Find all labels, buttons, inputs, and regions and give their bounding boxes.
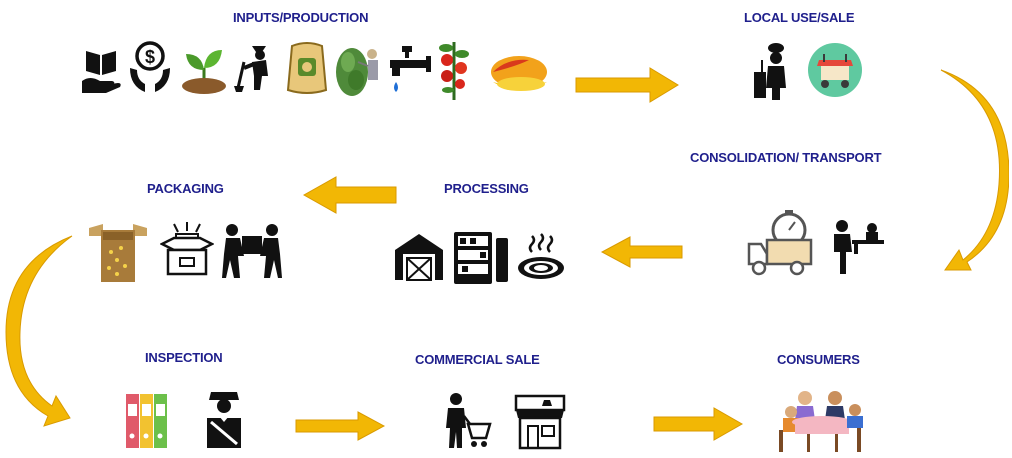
mango-icon: [487, 52, 553, 98]
flow-arrow-left-2: [302, 175, 398, 215]
vending-cabinet-icon: [452, 230, 510, 286]
stage-title-inputs: INPUTS/PRODUCTION: [233, 10, 369, 25]
reception-desk-icon: [830, 218, 886, 276]
food-cart-icon: [807, 42, 863, 98]
package-icon: [160, 222, 214, 276]
diners-table-icon: [777, 388, 867, 454]
stage-title-processing: PROCESSING: [444, 181, 529, 196]
tomato-plant-icon: [436, 38, 472, 102]
stage-title-consolidation: CONSOLIDATION/ TRANSPORT: [690, 150, 882, 165]
farmer-digging-icon: [232, 42, 280, 94]
flow-arrow-left-1: [600, 235, 684, 269]
storefront-icon: [514, 394, 566, 450]
shopper-cart-icon: [444, 392, 492, 450]
stage-title-inspection: INSPECTION: [145, 350, 223, 365]
flow-arrow-right-3: [652, 407, 744, 441]
delivery-truck-icon: [745, 210, 815, 278]
warehouse-icon: [393, 232, 445, 282]
book-hand-icon: [80, 45, 124, 95]
stage-title-local-use: LOCAL USE/SALE: [744, 10, 855, 25]
flow-arrow-curve-right: [935, 64, 1009, 274]
svg-text:$: $: [145, 47, 155, 67]
box-open-icon: [87, 222, 149, 284]
seedling-icon: [180, 42, 228, 94]
stage-title-commercial-sale: COMMERCIAL SALE: [415, 352, 540, 367]
hot-plate-icon: [516, 232, 566, 282]
plant-spraying-icon: [334, 40, 384, 98]
inspector-icon: [203, 388, 245, 450]
water-tap-icon: [388, 44, 432, 96]
people-carrying-box-icon: [222, 222, 282, 280]
money-hands-icon: $: [127, 40, 173, 95]
flow-arrow-right-2: [294, 411, 386, 441]
flow-arrow-curve-left: [2, 232, 76, 432]
stage-title-packaging: PACKAGING: [147, 181, 224, 196]
chef-icon: [752, 42, 792, 102]
binders-icon: [125, 392, 169, 450]
seed-bag-icon: [286, 40, 328, 96]
stage-title-consumers: CONSUMERS: [777, 352, 860, 367]
flow-arrow-right-1: [574, 66, 680, 104]
